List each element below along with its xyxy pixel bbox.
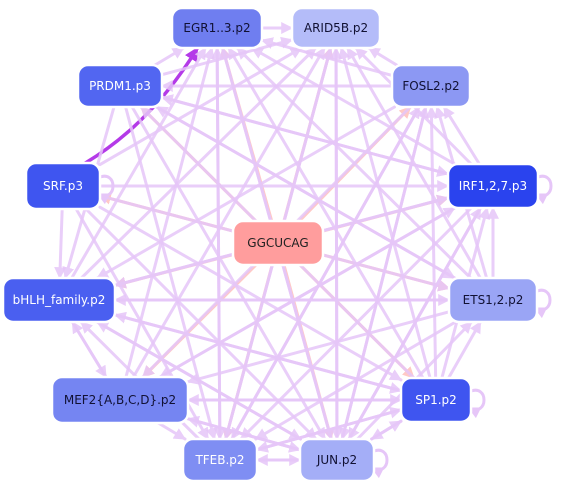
edge-sp1-to-ets bbox=[447, 320, 482, 380]
node-ets[interactable]: ETS1,2.p2 bbox=[447, 276, 539, 324]
self-loop-ets bbox=[533, 288, 552, 319]
edge-tfeb-to-fosl2 bbox=[230, 105, 421, 441]
node-arid5b[interactable]: ARID5B.p2 bbox=[290, 6, 382, 50]
node-label-arid5b: ARID5B.p2 bbox=[304, 21, 368, 35]
edge-fosl2-to-bhlh bbox=[95, 105, 396, 280]
edge-egr1-to-tfeb bbox=[213, 46, 226, 441]
node-label-ets: ETS1,2.p2 bbox=[463, 293, 524, 307]
edge-jun-to-fosl2 bbox=[340, 105, 429, 441]
edge-ets-to-prdm1 bbox=[155, 105, 457, 280]
self-loop-jun bbox=[370, 448, 389, 479]
node-box-bhlh bbox=[1, 276, 117, 324]
node-box-fosl2 bbox=[390, 63, 472, 109]
edge-irf-to-fosl2 bbox=[442, 105, 481, 166]
node-prdm1[interactable]: PRDM1.p3 bbox=[76, 63, 164, 109]
node-label-fosl2: FOSL2.p2 bbox=[402, 79, 459, 93]
node-box-egr1 bbox=[170, 6, 264, 50]
node-center[interactable]: GGCUCAG bbox=[231, 219, 325, 267]
node-box-srf bbox=[24, 161, 102, 211]
node-box-center bbox=[231, 219, 325, 267]
edges-layer bbox=[54, 22, 499, 466]
self-loop-srf bbox=[96, 174, 115, 205]
node-label-prdm1: PRDM1.p3 bbox=[89, 79, 151, 93]
edge-bhlh-to-jun bbox=[95, 320, 303, 441]
edge-mef2-to-jun bbox=[186, 417, 302, 453]
edge-arid5b-to-jun bbox=[330, 46, 343, 441]
node-bhlh[interactable]: bHLH_family.p2 bbox=[1, 276, 117, 324]
edge-sp1-to-fosl2 bbox=[425, 105, 438, 380]
node-fosl2[interactable]: FOSL2.p2 bbox=[390, 63, 472, 109]
node-egr1[interactable]: EGR1..3.p2 bbox=[170, 6, 264, 50]
edge-mef2-to-irf bbox=[158, 206, 457, 379]
node-tfeb[interactable]: TFEB.p2 bbox=[181, 437, 259, 483]
edge-irf-to-prdm1 bbox=[160, 94, 450, 176]
node-label-srf: SRF.p3 bbox=[43, 179, 83, 193]
edge-mef2-to-arid5b bbox=[131, 46, 326, 379]
node-box-sp1 bbox=[399, 376, 473, 424]
edge-ets-to-mef2 bbox=[186, 310, 451, 385]
edge-bhlh-to-egr1 bbox=[70, 46, 207, 280]
node-box-mef2 bbox=[50, 375, 190, 425]
node-sp1[interactable]: SP1.p2 bbox=[399, 376, 473, 424]
edge-bhlh-to-arid5b bbox=[79, 46, 318, 280]
node-label-bhlh: bHLH_family.p2 bbox=[13, 293, 106, 307]
self-loops-layer bbox=[96, 174, 553, 479]
edge-bhlh-to-sp1 bbox=[113, 313, 403, 394]
edge-irf-to-egr1 bbox=[250, 46, 457, 166]
edge-ets-to-arid5b bbox=[346, 46, 482, 280]
node-label-mef2: MEF2{A,B,C,D}.p2 bbox=[64, 393, 176, 407]
edge-bhlh-to-mef2 bbox=[70, 320, 108, 379]
node-label-irf: IRF1,2,7.p3 bbox=[459, 179, 527, 193]
edge-prdm1-to-egr1 bbox=[153, 46, 186, 67]
node-mef2[interactable]: MEF2{A,B,C,D}.p2 bbox=[50, 375, 190, 425]
node-box-ets bbox=[447, 276, 539, 324]
edge-srf-to-sp1 bbox=[98, 205, 403, 382]
node-srf[interactable]: SRF.p3 bbox=[24, 161, 102, 211]
node-box-prdm1 bbox=[76, 63, 164, 109]
node-box-tfeb bbox=[181, 437, 259, 483]
node-label-jun: JUN.p2 bbox=[316, 453, 357, 467]
edge-srf-to-bhlh bbox=[54, 207, 67, 280]
node-box-irf bbox=[446, 162, 540, 210]
node-irf[interactable]: IRF1,2,7.p3 bbox=[446, 162, 540, 210]
edge-fosl2-to-arid5b bbox=[367, 46, 399, 67]
edge-prdm1-to-jun bbox=[130, 105, 327, 441]
self-loop-sp1 bbox=[467, 388, 486, 419]
edge-jun-to-sp1 bbox=[370, 419, 403, 441]
node-label-sp1: SP1.p2 bbox=[415, 393, 457, 407]
node-label-egr1: EGR1..3.p2 bbox=[183, 21, 250, 35]
node-label-tfeb: TFEB.p2 bbox=[194, 453, 244, 467]
node-label-center: GGCUCAG bbox=[247, 236, 308, 250]
node-box-jun bbox=[298, 437, 376, 483]
self-loop-irf bbox=[534, 174, 553, 205]
node-box-arid5b bbox=[290, 6, 382, 50]
edge-mef2-to-tfeb bbox=[156, 421, 187, 441]
node-jun[interactable]: JUN.p2 bbox=[298, 437, 376, 483]
